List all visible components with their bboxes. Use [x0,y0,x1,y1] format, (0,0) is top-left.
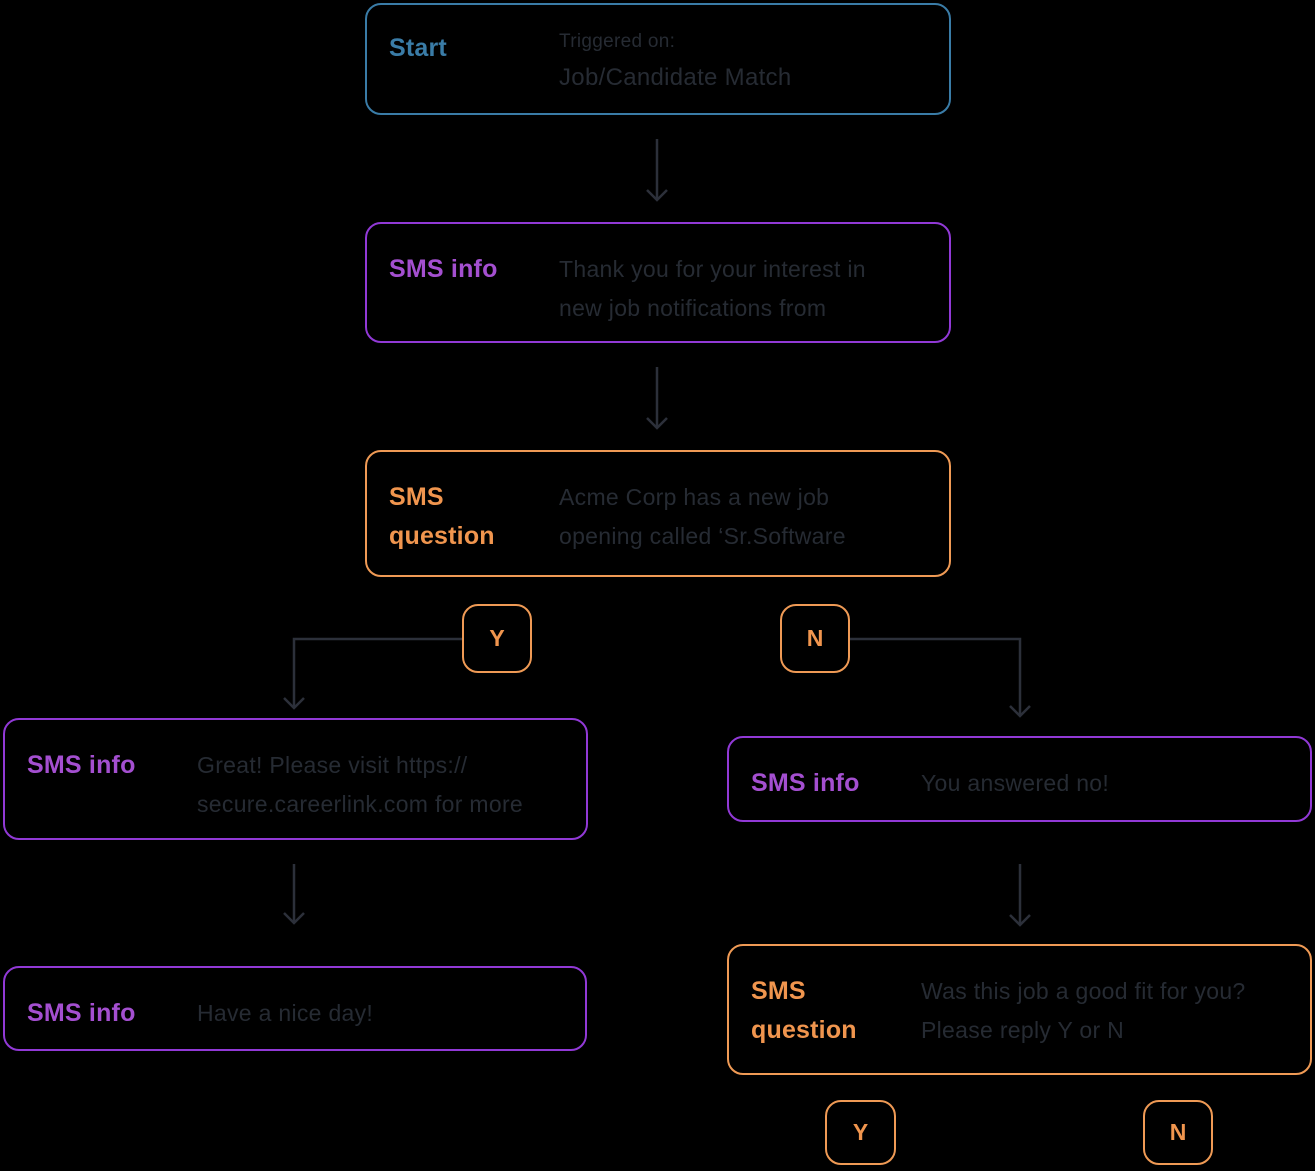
body-line: new job notifications from [559,295,827,321]
node-sms-question-1-body: Acme Corp has a new job opening called ‘… [559,478,929,556]
node-sms-question-1-label: SMS question [389,483,495,550]
branch-yes-2-label: Y [852,1119,869,1145]
node-sms-info-1[interactable]: SMS info Thank you for your interest in … [365,222,951,343]
body-line: Was this job a good fit for you? [921,978,1246,1004]
node-start-body: Triggered on: Job/Candidate Match [559,29,929,94]
node-start-label: Start [389,34,447,62]
node-sms-info-yes-label: SMS info [27,751,136,779]
body-line: opening called ‘Sr.Software [559,523,846,549]
node-sms-question-2-label: SMS question [751,977,857,1044]
trigger-value: Job/Candidate Match [559,64,792,91]
node-sms-question-2-body: Was this job a good fit for you? Please … [921,972,1290,1050]
branch-no-label: N [806,625,824,651]
trigger-label: Triggered on: [559,31,676,52]
node-sms-info-no-label: SMS info [751,769,860,797]
branch-no-badge[interactable]: N [780,604,850,673]
body-line: Have a nice day! [197,1000,374,1026]
node-sms-info-1-label: SMS info [389,255,498,283]
connector-yes-branch [283,637,462,710]
node-sms-info-yes-body: Great! Please visit https:// secure.care… [197,746,566,824]
node-sms-question-1[interactable]: SMS question Acme Corp has a new job ope… [365,450,951,577]
node-start[interactable]: Start Triggered on: Job/Candidate Match [365,3,951,115]
connector-no-branch [850,637,1031,718]
node-sms-info-done-body: Have a nice day! [197,994,565,1033]
node-sms-info-no[interactable]: SMS info You answered no! [727,736,1312,822]
body-line: Thank you for your interest in [559,256,866,282]
arrow-start-to-info [646,139,668,202]
node-sms-info-no-body: You answered no! [921,764,1290,803]
branch-yes-badge[interactable]: Y [462,604,532,673]
branch-no-2-badge[interactable]: N [1143,1100,1213,1165]
node-sms-info-done[interactable]: SMS info Have a nice day! [3,966,587,1051]
arrow-info-yes-to-done [283,864,305,925]
body-line: Please reply Y or N [921,1017,1125,1043]
body-line: secure.careerlink.com for more [197,791,523,817]
node-sms-info-1-body: Thank you for your interest in new job n… [559,250,929,328]
arrow-info-no-to-question [1009,864,1031,927]
body-line: Acme Corp has a new job [559,484,830,510]
node-sms-info-done-label: SMS info [27,999,136,1027]
body-line: Great! Please visit https:// [197,752,468,778]
arrow-info-to-question [646,367,668,430]
branch-yes-label: Y [489,625,505,651]
branch-no-2-label: N [1169,1119,1187,1145]
node-sms-question-2[interactable]: SMS question Was this job a good fit for… [727,944,1312,1075]
node-sms-info-yes[interactable]: SMS info Great! Please visit https:// se… [3,718,588,840]
body-line: You answered no! [921,770,1110,796]
branch-yes-2-badge[interactable]: Y [825,1100,896,1165]
